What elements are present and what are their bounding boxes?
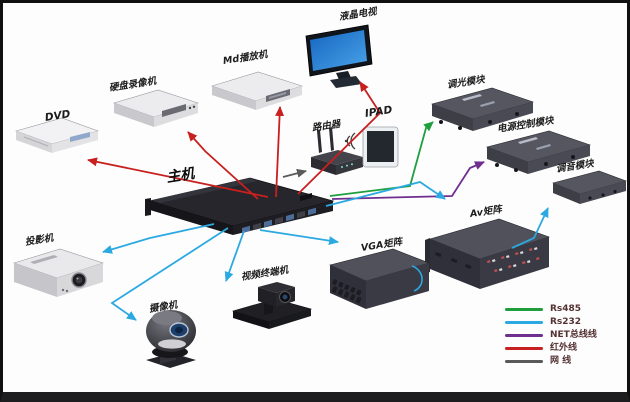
audio-module-device bbox=[552, 170, 627, 204]
wire-rs232-audio-module bbox=[511, 207, 549, 249]
legend-swatch-infrared bbox=[505, 346, 543, 351]
legend: Rs485 Rs232 NET总线线 红外线 网 线 bbox=[505, 303, 597, 368]
legend-swatch-rs232 bbox=[505, 320, 543, 325]
dvd-device bbox=[15, 117, 99, 153]
lcd-tv-device bbox=[305, 24, 373, 88]
camera-device bbox=[146, 310, 196, 368]
legend-label-net-bus: NET总线线 bbox=[550, 330, 597, 340]
wire-infrared-lcd-tv bbox=[297, 81, 382, 195]
vga-matrix-device bbox=[329, 248, 430, 309]
legend-label-lan: 网 线 bbox=[550, 356, 572, 366]
wire-rs232-camera bbox=[110, 227, 229, 321]
video-terminal-device bbox=[231, 282, 313, 329]
wire-infrared-md-player bbox=[275, 106, 285, 198]
legend-swatch-net-bus bbox=[505, 333, 543, 338]
md-player-device bbox=[211, 71, 303, 110]
wire-rs485-dimmer bbox=[329, 121, 434, 197]
legend-item-lan: 网 线 bbox=[505, 355, 597, 368]
wire-lan-router bbox=[282, 168, 307, 178]
wire-rs232-video-terminal bbox=[224, 230, 245, 282]
ipad-device bbox=[344, 126, 399, 168]
hdd-recorder-device bbox=[113, 89, 199, 127]
power-control-module-device bbox=[485, 130, 592, 174]
wire-rs232-vga-matrix bbox=[259, 229, 339, 246]
legend-label-rs232: Rs232 bbox=[550, 317, 582, 327]
wire-infrared-dvd bbox=[87, 157, 269, 198]
legend-item-net-bus: NET总线线 bbox=[505, 329, 597, 342]
legend-swatch-rs485 bbox=[505, 307, 543, 312]
legend-label-rs485: Rs485 bbox=[550, 304, 582, 314]
wire-rs232-av-matrix bbox=[325, 181, 446, 207]
wire-infrared-hdd-recorder bbox=[187, 131, 259, 200]
legend-item-infrared: 红外线 bbox=[505, 342, 597, 355]
av-matrix-device bbox=[425, 218, 550, 289]
wire-rs232-projector bbox=[102, 223, 215, 254]
legend-swatch-lan bbox=[505, 359, 543, 364]
vga-loop-cable bbox=[411, 265, 423, 292]
legend-item-rs485: Rs485 bbox=[505, 303, 597, 316]
router-device bbox=[311, 127, 363, 175]
wire-net-power-control bbox=[331, 161, 485, 200]
legend-label-infrared: 红外线 bbox=[550, 343, 578, 353]
host-device bbox=[145, 177, 335, 235]
projector-device bbox=[13, 248, 104, 297]
legend-item-rs232: Rs232 bbox=[505, 316, 597, 329]
dimmer-module-device bbox=[431, 87, 535, 131]
